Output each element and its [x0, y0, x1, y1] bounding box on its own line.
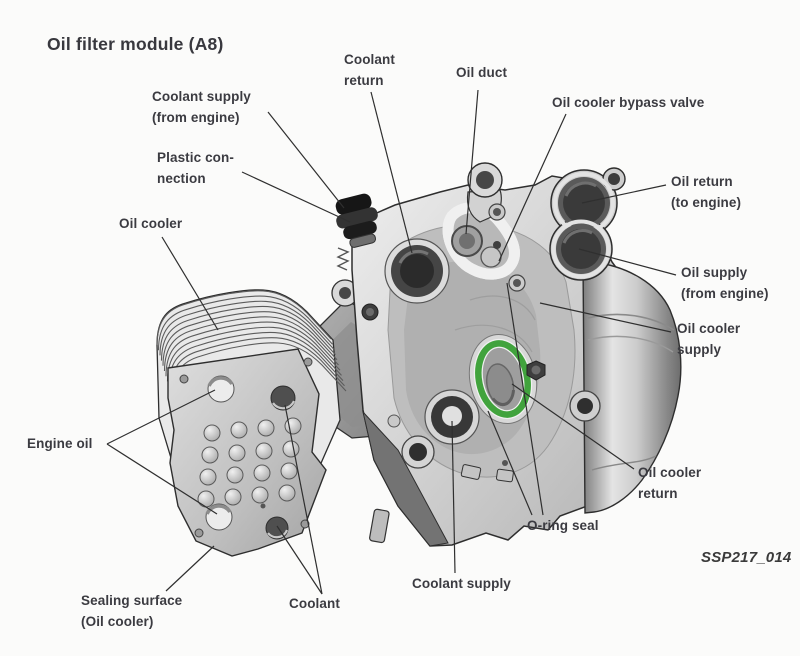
leader-sealing-surface [165, 545, 215, 592]
leader-oil-duct [465, 89, 479, 235]
leader-coolant-return [370, 91, 413, 254]
label-oil-cooler: Oil cooler [119, 216, 183, 231]
label-oil-return-engine: Oil return (to engine) [671, 174, 742, 210]
leader-engine-oil-upper [106, 389, 216, 445]
plastic-connection-part [335, 193, 378, 248]
leader-oring-a [487, 410, 533, 516]
module-lower-tab [369, 508, 390, 544]
cooler-bump-grid [197, 417, 302, 508]
leader-coolant-a [276, 525, 323, 595]
label-coolant-return: Coolant return [344, 52, 395, 88]
coolant-supply-port [424, 389, 480, 445]
leader-coolant-b [284, 404, 323, 595]
coolant-return-port [384, 238, 450, 304]
label-oil-cooler-return: Oil cooler return [638, 465, 702, 501]
label-oil-cooler-supply: Oil cooler supply [677, 321, 741, 357]
leader-oil-cooler-return [511, 383, 635, 470]
label-engine-oil: Engine oil [27, 436, 93, 451]
page-title: Oil filter module (A8) [47, 34, 224, 54]
leader-oil-cooler-supply [539, 302, 672, 333]
label-coolant-supply-engine: Coolant supply (from engine) [152, 89, 251, 125]
label-sealing-surface: Sealing surface (Oil cooler) [81, 593, 183, 629]
label-oil-cooler-bypass-valve: Oil cooler bypass valve [552, 95, 705, 110]
label-oil-supply-engine: Oil supply (from engine) [681, 265, 769, 301]
figure-code: SSP217_014 [701, 549, 792, 566]
leader-engine-oil-lower [106, 443, 218, 515]
leader-oring-b [506, 282, 544, 516]
leader-bypass-valve [498, 113, 567, 262]
leader-coolant-supply-engine [267, 111, 345, 209]
leader-plastic-connection [241, 171, 351, 223]
label-coolant-supply: Coolant supply [412, 576, 511, 591]
label-o-ring-seal: O-ring seal [527, 518, 599, 533]
label-plastic-connection: Plastic con- nection [157, 150, 234, 186]
oil-cooler-return-oring [468, 333, 538, 425]
leader-coolant-supply [451, 420, 456, 574]
oil-port-flange [549, 167, 626, 281]
leader-oil-return [581, 184, 667, 204]
label-coolant: Coolant [289, 596, 340, 611]
leader-oil-supply [578, 248, 677, 276]
bypass-valve-ball [480, 246, 502, 268]
leader-oil-cooler [161, 236, 219, 331]
module-bolt-bosses [361, 203, 601, 469]
label-oil-duct: Oil duct [456, 65, 508, 80]
leader-lines [106, 89, 677, 595]
oil-cooler-sealing-plate [167, 348, 327, 557]
